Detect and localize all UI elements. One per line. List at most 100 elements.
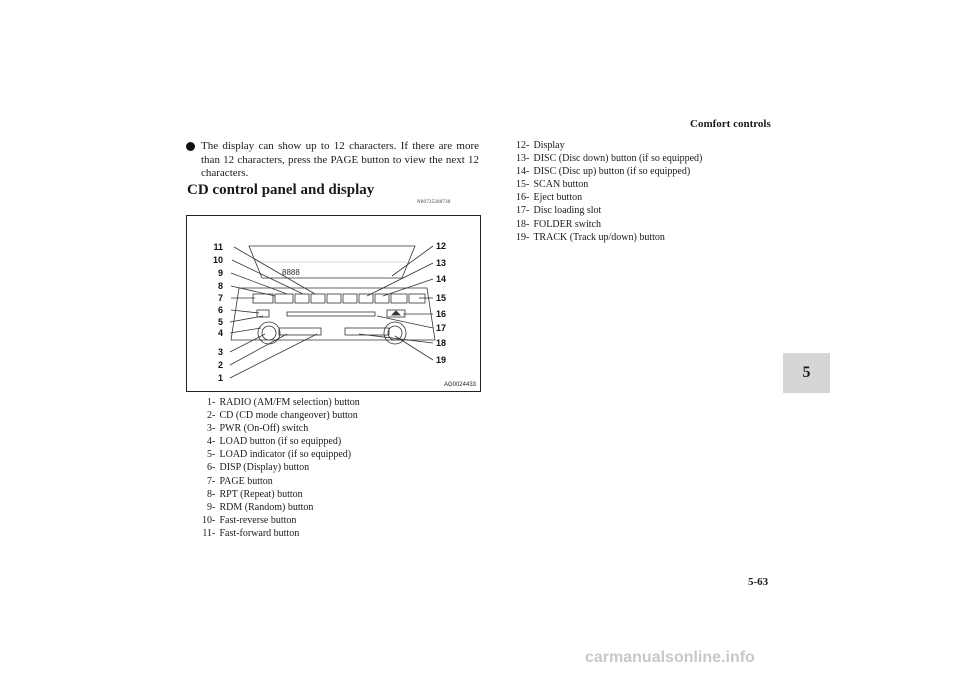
callout-text: DISC (Disc up) button (if so equipped) — [533, 166, 691, 178]
callout-row: 15- SCAN button — [503, 178, 702, 191]
fig-label-left: 4 — [218, 328, 223, 338]
fig-label-left: 6 — [218, 305, 223, 315]
fig-label-left: 2 — [218, 360, 223, 370]
callout-num: 6 — [207, 462, 212, 474]
callout-text: PAGE button — [219, 475, 273, 487]
panel-button — [390, 293, 408, 304]
callout-num: 15 — [516, 179, 526, 191]
callout-text: Disc loading slot — [533, 205, 602, 217]
callout-num: 16 — [516, 192, 526, 204]
callout-text: PWR (On-Off) switch — [219, 423, 309, 435]
panel-button — [342, 293, 358, 304]
pwr-knob-outline — [257, 321, 281, 345]
callout-row: 3- PWR (On-Off) switch — [189, 422, 360, 435]
callout-row: 12- Display — [503, 139, 702, 152]
cd-panel-illustration: 8888 11 10 9 8 7 6 5 4 3 2 1 12 13 14 15… — [213, 241, 446, 383]
panel-button — [408, 293, 426, 304]
callout-row: 18- FOLDER switch — [503, 218, 702, 231]
panel-button — [374, 293, 390, 304]
callout-num: 17 — [516, 205, 526, 217]
fig-label-left: 5 — [218, 317, 223, 327]
callout-row: 4- LOAD button (if so equipped) — [189, 435, 360, 448]
callout-text: SCAN button — [533, 179, 589, 191]
panel-button — [358, 293, 374, 304]
figure-id: AG0024433 — [443, 382, 476, 388]
watermark: carmanualsonline.info — [585, 649, 755, 666]
disc-slot — [286, 311, 376, 317]
callout-row: 1- RADIO (AM/FM selection) button — [189, 396, 360, 409]
callout-list-left: 1- RADIO (AM/FM selection) button 2- CD … — [189, 396, 360, 540]
callout-row: 17- Disc loading slot — [503, 204, 702, 217]
callout-text: CD (CD mode changeover) button — [219, 410, 358, 422]
callout-num: 3 — [207, 423, 212, 435]
fig-label-left: 1 — [218, 373, 223, 383]
section-heading: CD control panel and display — [187, 182, 375, 198]
callout-row: 8- RPT (Repeat) button — [189, 488, 360, 501]
callout-text: RADIO (AM/FM selection) button — [219, 397, 360, 408]
callout-row: 16- Eject button — [503, 191, 702, 204]
fig-label-left: 3 — [218, 347, 223, 357]
panel-button — [310, 293, 326, 304]
callout-row: 6- DISP (Display) button — [189, 461, 360, 474]
header-title: Comfort controls — [690, 118, 771, 130]
callout-text: RPT (Repeat) button — [219, 488, 303, 500]
callout-num: 7 — [207, 475, 212, 487]
section-code: N00735300730 — [417, 200, 451, 205]
callout-text: DISC (Disc down) button (if so equipped) — [533, 153, 703, 165]
fig-label-right: 17 — [436, 323, 446, 333]
callout-num: 4 — [207, 436, 212, 448]
page-number: 5-63 — [748, 576, 769, 588]
fig-label-left: 11 — [213, 242, 223, 252]
callout-num: 1 — [207, 397, 212, 408]
fig-label-left: 9 — [218, 268, 223, 278]
callout-num: 8 — [207, 488, 212, 500]
callout-row: 10- Fast-reverse button — [189, 514, 360, 527]
callout-num: 10 — [202, 514, 212, 526]
callout-row: 13- DISC (Disc down) button (if so equip… — [503, 152, 702, 165]
panel-button — [252, 293, 274, 304]
track-knob-outline — [383, 321, 407, 345]
callout-row: 5- LOAD indicator (if so equipped) — [189, 448, 360, 461]
callout-text: RDM (Random) button — [219, 501, 314, 513]
callout-num: 13 — [516, 153, 526, 165]
bullet-paragraph: The display can show up to 12 characters… — [186, 140, 479, 181]
callout-text: Eject button — [533, 192, 583, 204]
fig-label-left: 10 — [213, 255, 223, 265]
panel-button — [344, 327, 390, 336]
callout-num: 11 — [202, 527, 212, 539]
display-digits: 8888 — [282, 268, 300, 277]
callout-text: DISP (Display) button — [219, 462, 310, 474]
fig-label-left: 8 — [218, 281, 223, 291]
panel-button — [278, 327, 322, 336]
chapter-number: 5 — [802, 364, 811, 381]
fig-label-right: 13 — [436, 258, 446, 268]
callout-row: 14- DISC (Disc up) button (if so equippe… — [503, 165, 702, 178]
panel-button — [274, 293, 294, 304]
fig-label-right: 12 — [436, 241, 446, 251]
fig-label-left: 7 — [218, 293, 223, 303]
panel-display-outline — [248, 245, 416, 279]
callout-list-right: 12- Display 13- DISC (Disc down) button … — [503, 139, 702, 244]
callout-num: 9 — [207, 501, 212, 513]
panel-button — [326, 293, 342, 304]
callout-text: TRACK (Track up/down) button — [533, 231, 665, 243]
cd-panel-figure: 8888 11 10 9 8 7 6 5 4 3 2 1 12 13 14 15… — [186, 215, 481, 392]
callout-row: 9- RDM (Random) button — [189, 501, 360, 514]
callout-text: Fast-forward button — [219, 527, 300, 539]
bullet-text: The display can show up to 12 characters… — [201, 140, 479, 179]
callout-row: 19- TRACK (Track up/down) button — [503, 231, 702, 244]
panel-button — [294, 293, 310, 304]
panel-button — [256, 309, 270, 318]
callout-text: LOAD button (if so equipped) — [219, 436, 342, 448]
fig-label-right: 15 — [436, 293, 446, 303]
callout-num: 19 — [516, 231, 526, 243]
fig-label-right: 14 — [436, 274, 446, 284]
callout-text: FOLDER switch — [533, 218, 602, 230]
callout-num: 12 — [516, 140, 526, 151]
callout-text: Fast-reverse button — [219, 514, 297, 526]
callout-row: 7- PAGE button — [189, 475, 360, 488]
fig-label-right: 16 — [436, 309, 446, 319]
callout-num: 14 — [516, 166, 526, 178]
callout-num: 5 — [207, 449, 212, 461]
callout-num: 2 — [207, 410, 212, 422]
